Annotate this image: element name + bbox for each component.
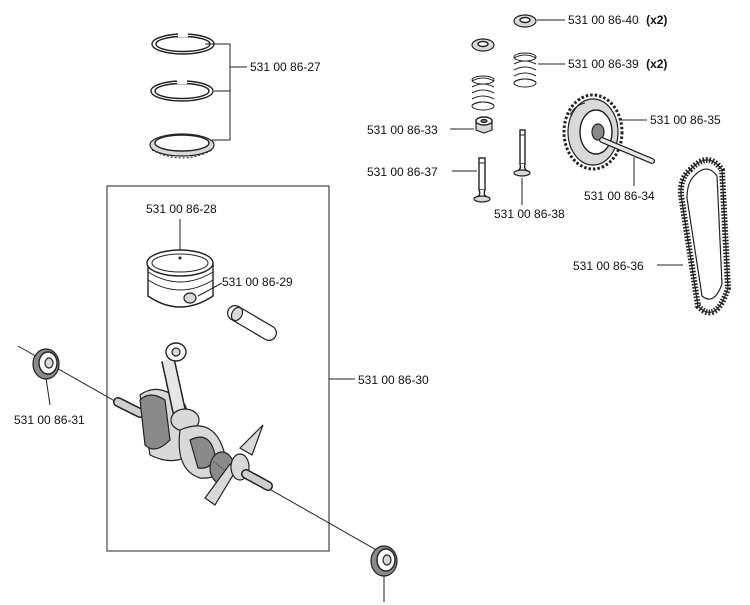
assembly-box-30 <box>106 185 330 552</box>
part-label-33: 531 00 86-33 <box>367 123 438 137</box>
part-number-39: 531 00 86-39 <box>568 57 639 71</box>
part-label-38: 531 00 86-38 <box>494 207 565 221</box>
seal-left <box>32 348 60 380</box>
part-label-36: 531 00 86-36 <box>573 259 644 273</box>
piston-ring-oil <box>149 133 215 159</box>
quantity-40: (x2) <box>646 13 667 27</box>
part-label-31: 531 00 86-31 <box>14 413 85 427</box>
part-label-40: 531 00 86-40 (x2) <box>568 13 667 27</box>
piston-pin <box>227 305 277 341</box>
cam-pin <box>599 137 655 164</box>
leader-bracket-27 <box>205 43 247 141</box>
piston <box>146 249 214 308</box>
part-label-34: 531 00 86-34 <box>584 189 655 203</box>
valve-right <box>513 129 531 177</box>
part-label-30: 531 00 86-30 <box>358 373 429 387</box>
seal-right <box>370 545 398 577</box>
quantity-39: (x2) <box>646 57 667 71</box>
spring-retainer-top <box>513 14 537 28</box>
piston-rings-group <box>149 31 247 159</box>
cam-gear <box>562 93 624 171</box>
part-label-35: 531 00 86-35 <box>650 113 721 127</box>
valve-spring-right <box>513 52 537 88</box>
valve-spring-left <box>471 75 495 111</box>
timing-belt <box>677 157 732 316</box>
leader-31 <box>45 377 51 406</box>
part-label-27: 531 00 86-27 <box>250 60 321 74</box>
part-number-40: 531 00 86-40 <box>568 13 639 27</box>
valve-left <box>473 157 491 203</box>
part-label-28: 531 00 86-28 <box>146 202 217 216</box>
leader-29 <box>197 282 223 297</box>
piston-ring-middle <box>150 78 214 102</box>
part-label-39: 531 00 86-39 (x2) <box>568 57 667 71</box>
valve-cap <box>475 116 493 134</box>
spring-retainer-left <box>471 38 495 52</box>
part-label-37: 531 00 86-37 <box>367 165 438 179</box>
crankshaft <box>113 342 273 506</box>
part-label-29: 531 00 86-29 <box>222 275 293 289</box>
piston-ring-top <box>151 31 215 55</box>
